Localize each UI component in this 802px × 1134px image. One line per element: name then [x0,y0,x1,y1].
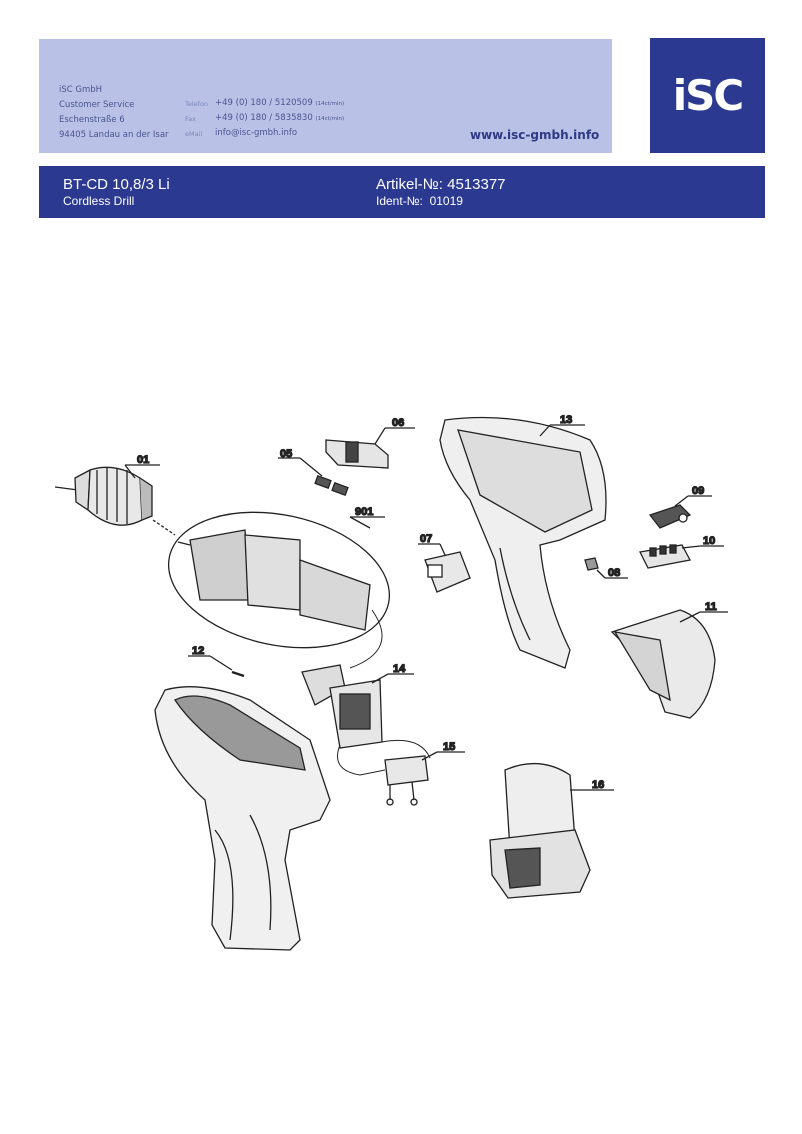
street-address: Eschenstraße 6 [59,115,125,125]
address-block: iSC GmbH Customer Service Eschenstraße 6… [59,83,169,143]
part-motor-gearbox-assembly [167,511,391,649]
part-label-05: 05 [280,448,292,460]
product-model: BT-CD 10,8/3 Li [63,176,170,193]
part-battery-pack [489,762,614,899]
website-link[interactable]: www.isc-gmbh.info [470,128,600,142]
part-housing-half [439,416,607,669]
article-number: 4513377 [447,176,506,193]
part-label-07: 07 [420,533,432,545]
ident-number: 01019 [429,194,463,208]
product-name: Cordless Drill [63,194,135,208]
part-label-16: 16 [592,779,604,791]
part-screw [188,655,245,678]
part-main-housing [154,686,331,951]
product-title-bar: BT-CD 10,8/3 Li Cordless Drill Artikel-№… [39,166,765,218]
part-battery-terminal [384,751,465,806]
part-small-knob [584,557,628,579]
phone-number: +49 (0) 180 / 5120509 [215,98,313,108]
part-battery-indicator [639,544,724,569]
email-value[interactable]: info@isc-gmbh.info [215,128,298,138]
part-label-901: 901 [355,506,373,518]
wiring [337,609,431,776]
part-label-06: 06 [392,417,404,429]
part-led-board [648,495,712,529]
isc-logo: iSC [650,38,765,153]
phone-rate: (14ct/min) [315,101,345,107]
phone-label: Telefon [185,100,209,108]
part-springs [278,457,349,496]
fax-rate: (14ct/min) [315,116,345,122]
part-label-14: 14 [393,663,406,675]
phone-value: +49 (0) 180 / 5120509 (14ct/min) [215,98,344,108]
part-label-01: 01 [137,454,149,466]
part-label-09: 09 [692,485,704,497]
part-label-15: 15 [443,741,455,753]
part-label-08: 08 [608,567,620,579]
ident-label: Ident-№: [376,194,423,208]
article-label: Artikel-№: [376,176,443,193]
part-label-13: 13 [560,414,572,426]
company-name: iSC GmbH [59,85,103,95]
part-label-12: 12 [192,645,204,657]
email-label: eMail [185,130,203,138]
fax-number: +49 (0) 180 / 5835830 [215,113,313,123]
part-label-10: 10 [703,535,715,547]
article-number-row: Artikel-№: 4513377 [376,176,506,193]
department-name: Customer Service [59,100,135,110]
part-trigger-switch [301,664,414,749]
fax-label: Fax [185,115,196,123]
contact-header-box: iSC GmbH Customer Service Eschenstraße 6… [39,39,612,153]
part-cover-plate [418,543,471,593]
part-direction-slider [325,427,415,469]
fax-value: +49 (0) 180 / 5835830 (14ct/min) [215,113,344,123]
part-rear-cover [610,609,728,719]
part-label-11: 11 [705,601,717,613]
part-drill-chuck [54,464,176,536]
ident-number-row: Ident-№: 01019 [376,194,463,208]
city-address: 94405 Landau an der Isar [59,130,169,140]
